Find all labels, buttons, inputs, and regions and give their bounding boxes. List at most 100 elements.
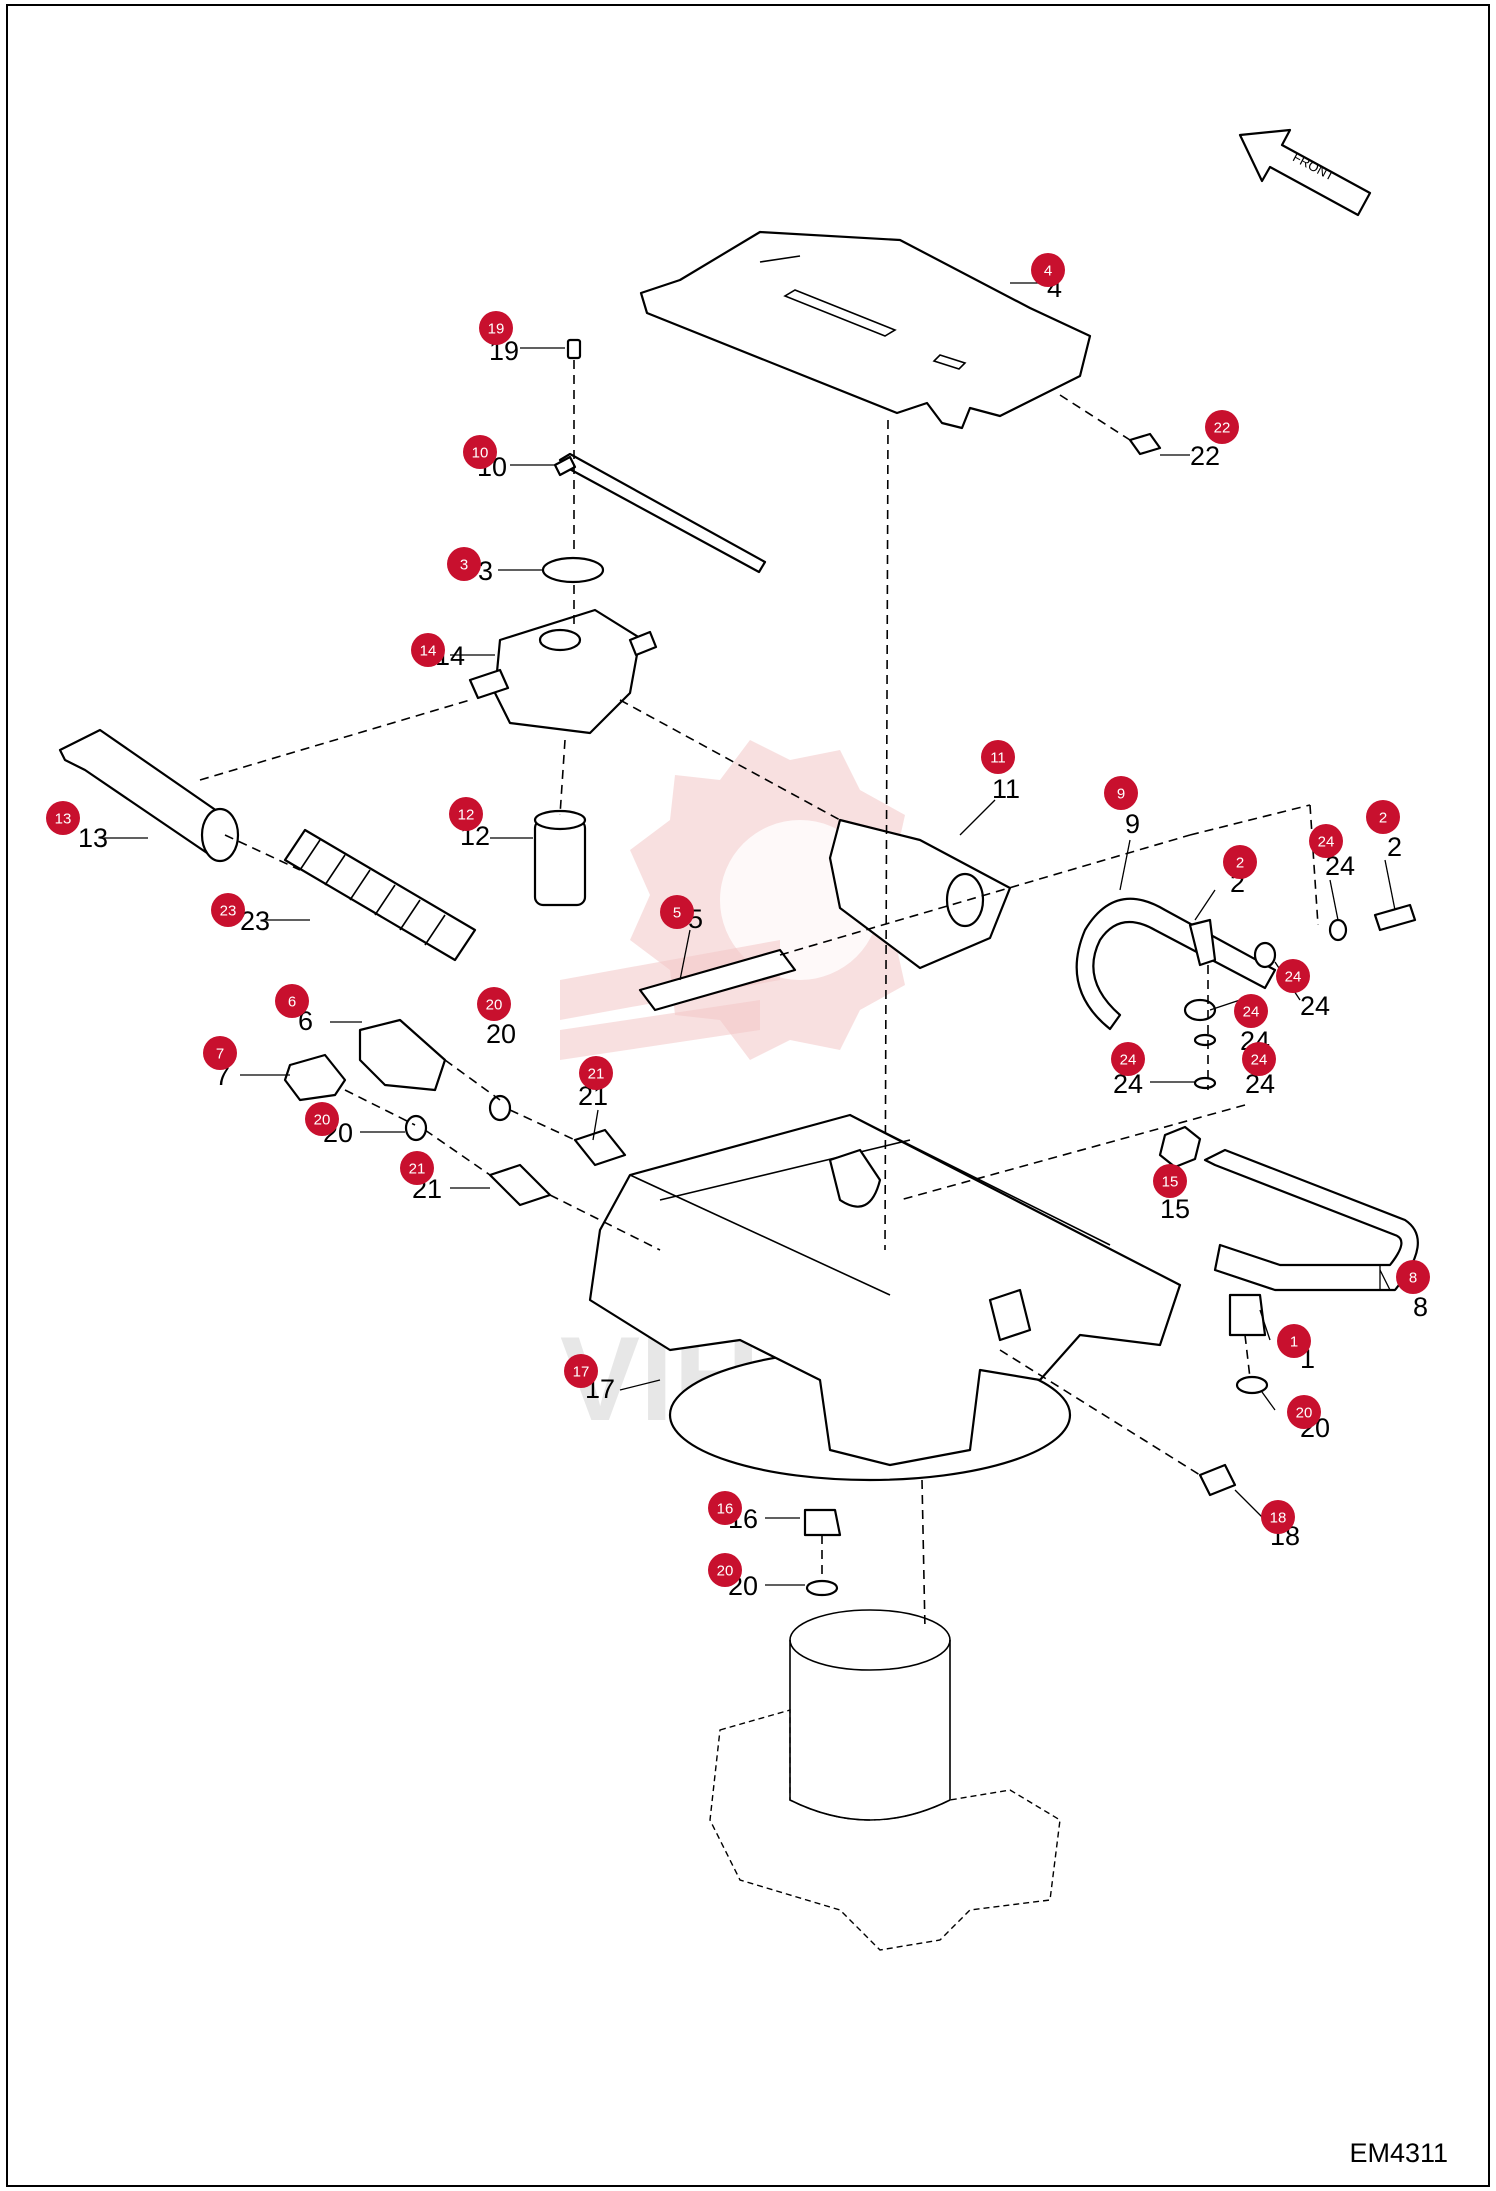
part-2-bolt-b xyxy=(1373,903,1417,932)
badge-label-24d: 24 xyxy=(1120,1052,1137,1069)
badge-circle-16 xyxy=(708,1491,742,1525)
badge-circle-17 xyxy=(564,1354,598,1388)
part-24-washer-e xyxy=(1193,1076,1217,1090)
badge-24a: 24 xyxy=(1309,824,1343,858)
part-20-washer-d xyxy=(805,1579,839,1597)
part-15-nut xyxy=(1158,1125,1202,1169)
part-12-pin xyxy=(533,809,587,907)
badge-9: 9 xyxy=(1104,776,1138,810)
badge-4: 4 xyxy=(1031,253,1065,287)
badge-3: 3 xyxy=(447,547,481,581)
badge-circle-15 xyxy=(1153,1164,1187,1198)
badge-label-20c: 20 xyxy=(1296,1405,1313,1422)
badge-label-1: 1 xyxy=(1290,1334,1298,1351)
part-20-washer-b xyxy=(404,1114,428,1142)
number-label-24-b: 24 xyxy=(1300,991,1330,1021)
part-3-ring xyxy=(541,556,605,584)
number-label-15: 15 xyxy=(1160,1194,1190,1224)
part-17-swing-frame xyxy=(588,1113,1182,1482)
part-9-hose xyxy=(1075,897,1277,1031)
badge-label-4: 4 xyxy=(1044,263,1052,280)
badge-circle-23 xyxy=(211,893,245,927)
badge-circle-2b xyxy=(1366,800,1400,834)
badge-circle-6 xyxy=(275,984,309,1018)
number-label-20-a: 20 xyxy=(486,1019,516,1049)
badge-circle-2a xyxy=(1223,845,1257,879)
part-2-bolt-a xyxy=(1188,918,1217,967)
badge-7: 7 xyxy=(203,1036,237,1070)
part-22-screw xyxy=(1128,432,1162,456)
badge-14: 14 xyxy=(411,633,445,667)
badge-label-10: 10 xyxy=(472,445,489,462)
number-label-3: 3 xyxy=(478,556,493,586)
badge-circle-5 xyxy=(660,895,694,929)
badge-21b: 21 xyxy=(400,1151,434,1185)
badge-label-9: 9 xyxy=(1117,786,1125,803)
badge-circle-3 xyxy=(447,547,481,581)
badge-13: 13 xyxy=(46,801,80,835)
part-13-sleeve xyxy=(58,728,240,863)
badge-circle-7 xyxy=(203,1036,237,1070)
badge-label-14: 14 xyxy=(420,643,437,660)
badge-label-20b: 20 xyxy=(314,1112,331,1129)
badge-label-13: 13 xyxy=(55,811,72,828)
badge-label-23: 23 xyxy=(220,903,237,920)
badge-24c: 24 xyxy=(1234,994,1268,1028)
badge-21a: 21 xyxy=(579,1056,613,1090)
swing-motor-reference xyxy=(709,1609,1061,1951)
number-label-8: 8 xyxy=(1413,1292,1428,1322)
number-label-11: 11 xyxy=(992,774,1020,804)
part-24-washer-d xyxy=(1193,1033,1217,1047)
part-10-rod xyxy=(553,452,767,574)
badge-circle-19 xyxy=(479,311,513,345)
part-21-fitting-a xyxy=(573,1128,627,1167)
badge-circle-20a xyxy=(477,987,511,1021)
badge-20b: 20 xyxy=(305,1102,339,1136)
badge-label-11: 11 xyxy=(990,750,1006,767)
badge-20d: 20 xyxy=(708,1553,742,1587)
badge-label-21a: 21 xyxy=(588,1066,605,1083)
number-label-13: 13 xyxy=(78,823,108,853)
badge-circle-10 xyxy=(463,435,497,469)
badge-label-2a: 2 xyxy=(1236,855,1244,872)
part-24-washer-b xyxy=(1253,941,1277,969)
badge-18: 18 xyxy=(1261,1500,1295,1534)
number-label-2-b: 2 xyxy=(1387,832,1402,862)
badge-label-20a: 20 xyxy=(486,997,503,1014)
badge-label-17: 17 xyxy=(573,1364,590,1381)
badge-label-2b: 2 xyxy=(1379,810,1387,827)
part-1-fitting xyxy=(1228,1293,1267,1337)
badge-label-24e: 24 xyxy=(1251,1052,1268,1069)
badge-label-20d: 20 xyxy=(717,1563,734,1580)
badge-label-8: 8 xyxy=(1409,1270,1417,1287)
badge-11: 11 xyxy=(981,740,1015,774)
leader-lines xyxy=(100,282,1396,1586)
badge-label-21b: 21 xyxy=(409,1161,426,1178)
part-20-washer-a xyxy=(488,1094,512,1122)
badge-circle-9 xyxy=(1104,776,1138,810)
badge-circle-12 xyxy=(449,797,483,831)
assembly-lines xyxy=(199,360,1319,1631)
badge-circle-20c xyxy=(1287,1395,1321,1429)
part-16-plug xyxy=(803,1508,842,1537)
part-18-bolt xyxy=(1198,1463,1237,1497)
badge-label-24a: 24 xyxy=(1318,834,1335,851)
badge-circle-21b xyxy=(400,1151,434,1185)
badge-circle-24c xyxy=(1234,994,1268,1028)
badge-24b: 24 xyxy=(1276,959,1310,993)
badge-circle-8 xyxy=(1396,1260,1430,1294)
badge-2b: 2 xyxy=(1366,800,1400,834)
badge-circle-4 xyxy=(1031,253,1065,287)
badge-15: 15 xyxy=(1153,1164,1187,1198)
badge-label-24b: 24 xyxy=(1285,969,1302,986)
badge-1: 1 xyxy=(1277,1324,1311,1358)
badge-circle-21a xyxy=(579,1056,613,1090)
badge-24e: 24 xyxy=(1242,1042,1276,1076)
badge-8: 8 xyxy=(1396,1260,1430,1294)
part-4-cover-plate xyxy=(639,230,1092,430)
badge-label-5: 5 xyxy=(673,905,681,922)
badge-label-24c: 24 xyxy=(1243,1004,1260,1021)
number-label-9: 9 xyxy=(1125,809,1140,839)
